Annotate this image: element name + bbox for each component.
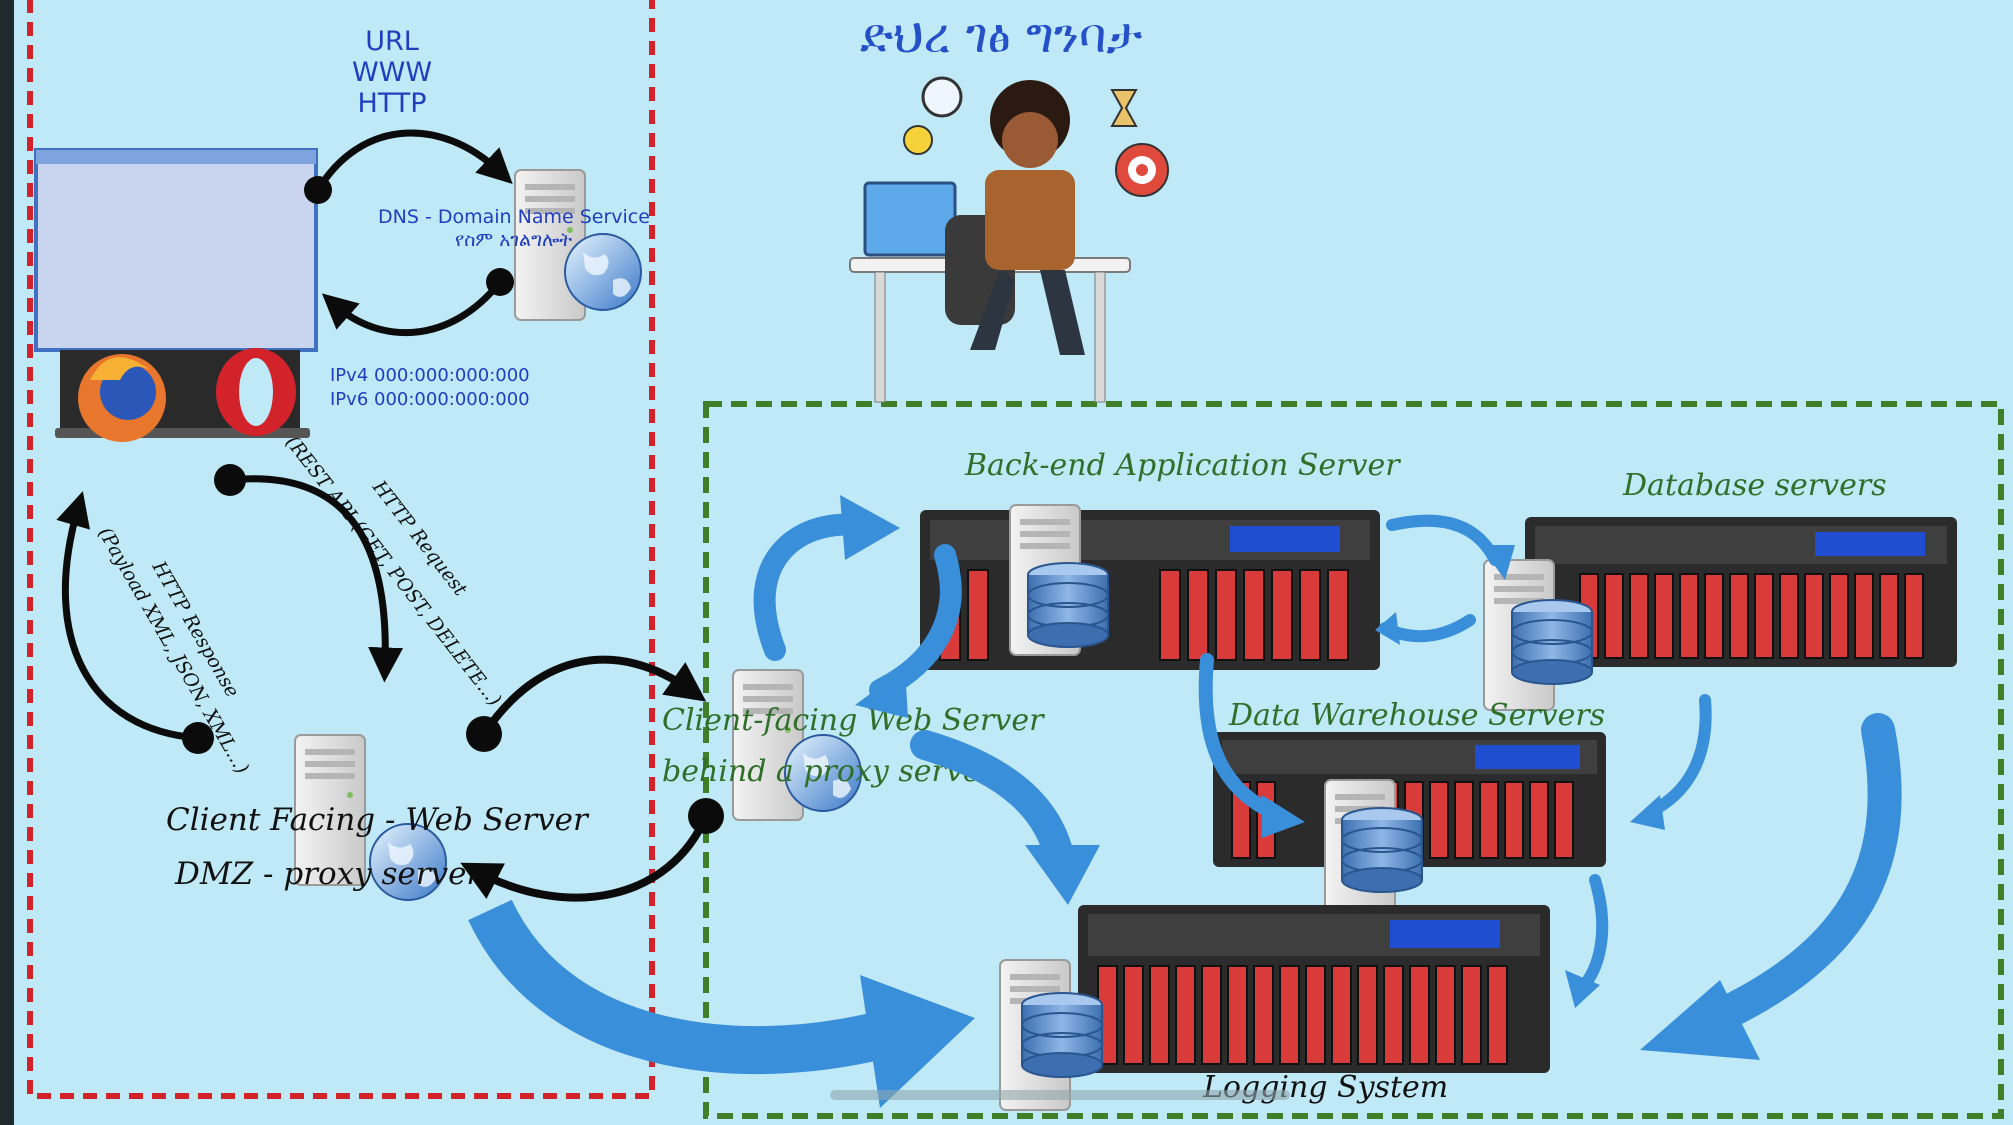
http-response-arrow xyxy=(56,491,199,742)
warehouse-label: Data Warehouse Servers xyxy=(1228,698,1605,733)
dmz-to-logging-arrow xyxy=(468,899,907,1075)
ipv4-label: IPv4 000:000:000:000 xyxy=(330,365,530,386)
url-stack: URL WWW HTTP xyxy=(352,26,432,119)
http-request-start-dot xyxy=(214,464,246,496)
forward-request-start-dot xyxy=(466,716,502,752)
return-response-start-dot xyxy=(688,798,724,834)
dns-response-start-dot xyxy=(486,268,514,296)
web-server-label: Client Facing - Web Server xyxy=(166,802,590,838)
database-server-rack xyxy=(1483,517,1957,711)
http-request-arrow xyxy=(229,475,404,683)
www-label: WWW xyxy=(352,57,432,88)
ipv6-label: IPv6 000:000:000:000 xyxy=(330,389,530,410)
dmz-to-logging-arrowhead xyxy=(860,975,975,1108)
client-zone-frame xyxy=(27,0,655,1099)
firefox-icon xyxy=(78,354,166,442)
return-response-arrow xyxy=(460,814,710,902)
database-label: Database servers xyxy=(1622,468,1887,503)
backend-label: Back-end Application Server xyxy=(964,448,1401,483)
developer-illustration xyxy=(849,76,1169,403)
http-label: HTTP xyxy=(357,88,426,119)
dmz-label: DMZ - proxy server xyxy=(174,856,483,892)
left-edge-bar xyxy=(0,0,14,1125)
logging-server-rack xyxy=(999,905,1550,1111)
url-label: URL xyxy=(365,26,419,57)
video-scrub-bar[interactable] xyxy=(830,1090,1290,1100)
browser-window-icon xyxy=(34,148,318,438)
backend-zone-frame xyxy=(703,401,2004,1119)
right-panel-flow-arrows xyxy=(753,513,1902,1042)
dns-request-arrow xyxy=(315,129,513,192)
right-panel-flow-arrowheads xyxy=(840,495,1760,1060)
opera-icon xyxy=(216,348,296,436)
backend-server-rack xyxy=(920,504,1380,670)
forward-request-arrow xyxy=(480,655,707,737)
dns-request-start-dot xyxy=(304,176,332,204)
diagram-title: ድህረ ገፅ ግንባታ xyxy=(860,8,1142,64)
http-response-start-dot xyxy=(182,722,214,754)
dns-amharic-label: የስም አገልግሎት xyxy=(455,229,572,251)
dns-response-arrow xyxy=(321,279,503,337)
dns-label: DNS - Domain Name Service xyxy=(378,206,650,228)
warehouse-server-rack xyxy=(1213,732,1606,931)
proxy-label: Client-facing Web Server xyxy=(662,703,1045,738)
